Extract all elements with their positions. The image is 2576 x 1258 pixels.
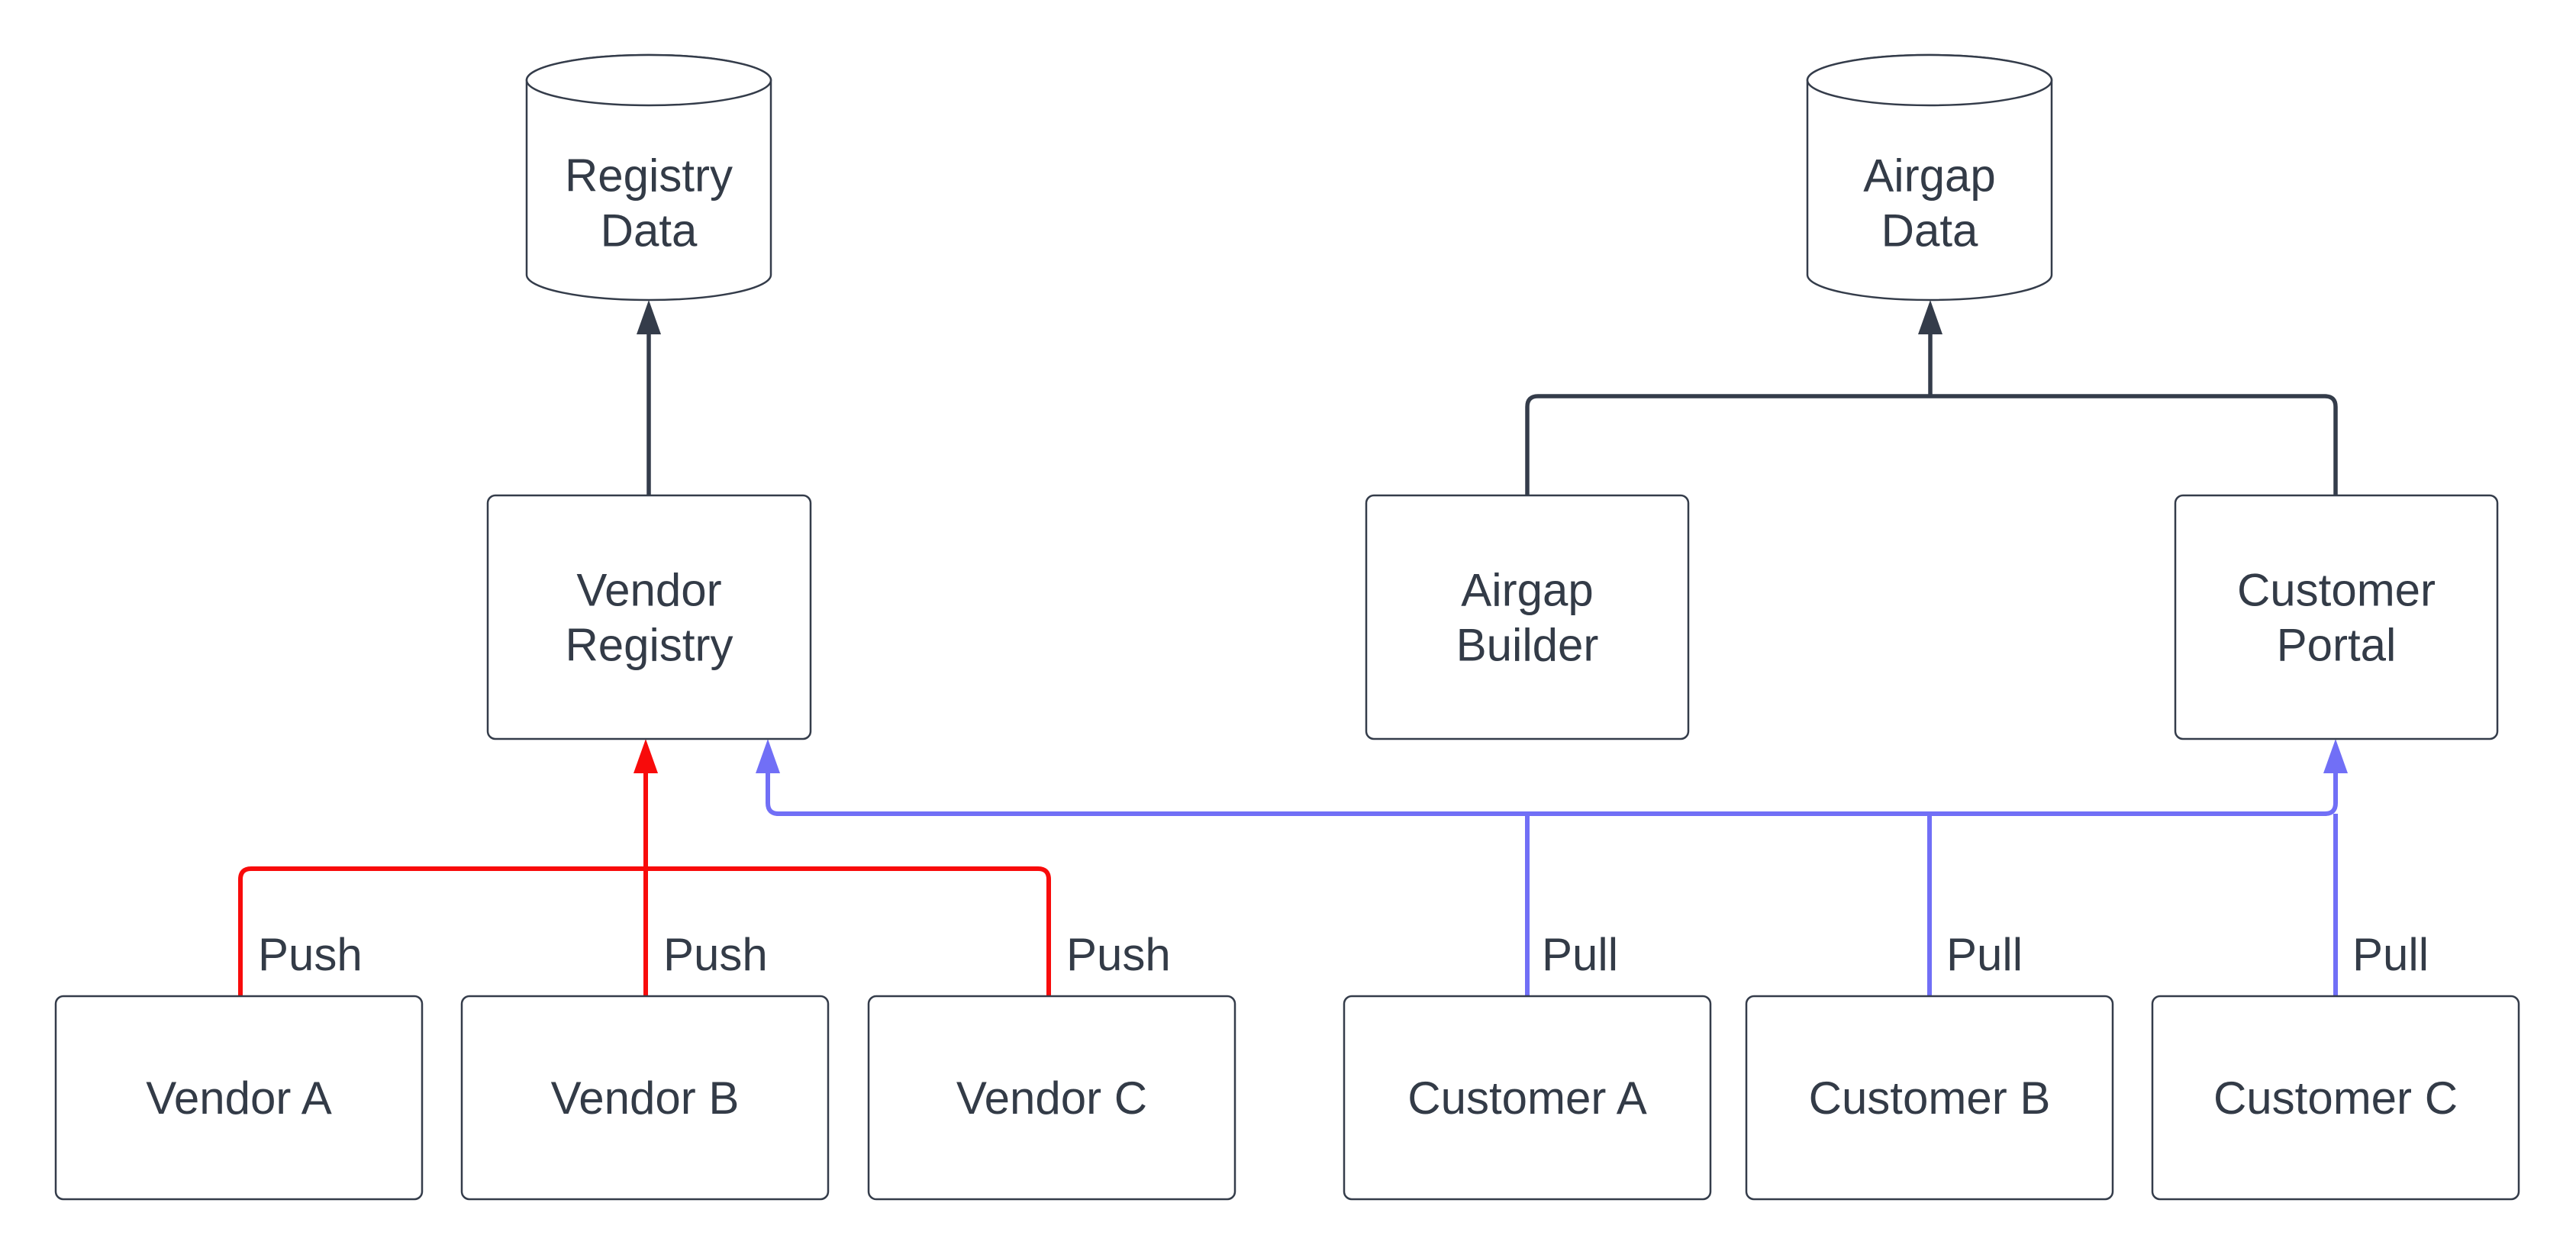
- customer-portal-label-line: Customer: [2237, 565, 2436, 616]
- customer-b-label-line: Customer B: [1809, 1073, 2051, 1124]
- vendor-registry-label-line: Vendor: [576, 565, 721, 616]
- edge-pull-trunk-arrowhead-icon: [756, 739, 780, 773]
- vendor-registry-box: [486, 494, 812, 740]
- edge-label-push-label-vendor-a: Push: [258, 929, 363, 980]
- airgap-builder-box: [1365, 494, 1690, 740]
- edge-label-pull-label-customer-a: Pull: [1542, 929, 1618, 980]
- edge-label-pull-label-customer-c: Pull: [2352, 929, 2429, 980]
- customer-b-box: [1745, 995, 2114, 1201]
- registry-data-label-line: Registry: [565, 150, 733, 202]
- customer-portal-box: [2174, 494, 2499, 740]
- edges-layer: [238, 300, 2348, 996]
- edge-label-push-label-vendor-c: Push: [1066, 929, 1171, 980]
- customer-c-box: [2151, 995, 2520, 1201]
- registry-data-label-line: Data: [601, 205, 698, 256]
- vendor-a-label-line: Vendor A: [146, 1073, 332, 1124]
- customer-a-label: Customer A: [1407, 1073, 1646, 1124]
- vendor-registry-label-line: Registry: [565, 620, 733, 671]
- edge-vendor-b-to-vendor-registry-arrowhead-icon: [634, 739, 658, 773]
- edge-pull-trunk-arrowhead-icon: [2323, 739, 2348, 773]
- customer-a-label-line: Customer A: [1407, 1073, 1646, 1124]
- node-vendor-c: Vendor C: [867, 995, 1236, 1201]
- edge-labels-layer: Push Push Push Pull Pull Pull: [258, 929, 2429, 980]
- registry-data-cylinder-top: [525, 53, 772, 107]
- vendor-b-box: [460, 995, 830, 1201]
- customer-c-label-line: Customer C: [2213, 1073, 2458, 1124]
- customer-b-label: Customer B: [1809, 1073, 2051, 1124]
- node-vendor-a: Vendor A: [54, 995, 424, 1201]
- airgap-builder-label-line: Builder: [1456, 620, 1599, 671]
- node-customer-b: Customer B: [1745, 995, 2114, 1201]
- customer-portal-label-line: Portal: [2277, 620, 2397, 671]
- edge-branch-to-airgap-data-arrowhead-icon: [1918, 300, 1942, 334]
- vendor-c-label: Vendor C: [956, 1073, 1147, 1124]
- airgap-data-label-line: Airgap: [1863, 150, 1995, 202]
- customer-c-label: Customer C: [2213, 1073, 2458, 1124]
- airgap-data-cylinder-top: [1806, 53, 2053, 107]
- node-customer-a: Customer A: [1343, 995, 1712, 1201]
- vendor-b-label-line: Vendor B: [551, 1073, 740, 1124]
- vendor-c-label-line: Vendor C: [956, 1073, 1147, 1124]
- edge-pull-trunk: [766, 772, 2338, 816]
- customer-a-box: [1343, 995, 1712, 1201]
- edge-builder-portal-branch: [1525, 394, 2338, 495]
- vendor-b-label: Vendor B: [551, 1073, 740, 1124]
- node-vendor-b: Vendor B: [460, 995, 830, 1201]
- airgap-builder-label-line: Airgap: [1461, 565, 1593, 616]
- edge-vendor-registry-to-registry-data-arrowhead-icon: [637, 300, 661, 334]
- vendor-a-label: Vendor A: [146, 1073, 332, 1124]
- vendor-a-box: [54, 995, 424, 1201]
- edge-label-pull-label-customer-b: Pull: [1946, 929, 2023, 980]
- vendor-c-box: [867, 995, 1236, 1201]
- airgap-data-label-line: Data: [1881, 205, 1978, 256]
- edge-label-push-label-vendor-b: Push: [663, 929, 768, 980]
- node-customer-c: Customer C: [2151, 995, 2520, 1201]
